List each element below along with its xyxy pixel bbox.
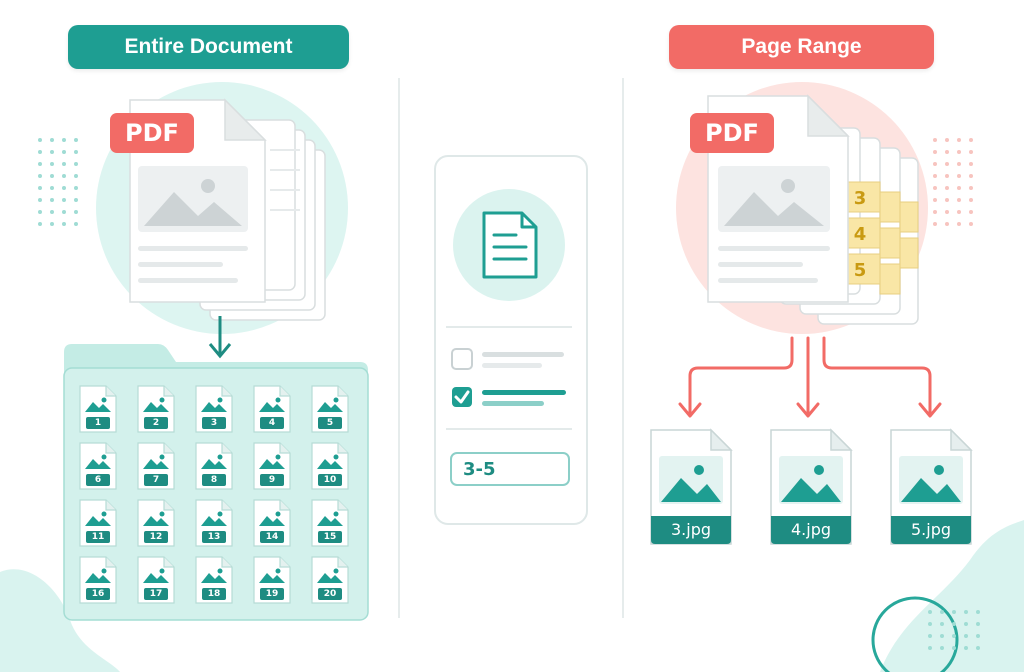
page-number-label: 20	[323, 589, 337, 599]
image-icon	[79, 556, 117, 604]
page-number-label: 8	[210, 475, 218, 485]
left-corner-blob	[0, 569, 120, 672]
page-range-title: Page Range	[669, 25, 934, 69]
output-jpg-label: 5.jpg	[910, 519, 952, 539]
output-jpg-label: 3.jpg	[670, 519, 712, 539]
right-corner-ring	[871, 596, 959, 672]
page-thumbnail: 7	[136, 441, 176, 491]
page-number-label: 4	[268, 418, 276, 428]
pdf-label-right: PDF	[690, 113, 774, 153]
output-jpg-file: 3.jpg	[649, 428, 733, 546]
image-icon	[137, 442, 175, 490]
image-icon	[253, 442, 291, 490]
image-icon	[253, 499, 291, 547]
page-thumbnail: 16	[78, 555, 118, 605]
page-number-label: 11	[91, 532, 105, 542]
arrow-down-icon	[208, 316, 232, 359]
dot-pattern-bottom-right	[928, 610, 980, 650]
pdf-label-left: PDF	[110, 113, 194, 153]
image-icon	[311, 442, 349, 490]
page-number-label: 13	[207, 532, 221, 542]
image-icon	[195, 556, 233, 604]
page-thumbnail: 15	[310, 498, 350, 548]
image-icon	[137, 556, 175, 604]
options-card-content	[446, 189, 572, 430]
page-number-label: 15	[323, 532, 337, 542]
page-thumbnail: 10	[310, 441, 350, 491]
image-icon	[79, 385, 117, 433]
dot-pattern-left	[38, 138, 78, 226]
page-thumbnail: 1	[78, 384, 118, 434]
page-number-label: 12	[149, 532, 163, 542]
range-page-number: 3	[853, 187, 867, 209]
page-thumbnail: 14	[252, 498, 292, 548]
image-icon	[195, 499, 233, 547]
page-thumbnail: 18	[194, 555, 234, 605]
image-icon	[770, 428, 853, 545]
branch-arrows	[678, 336, 942, 418]
page-range-input[interactable]: 3-5	[450, 452, 570, 486]
image-icon	[311, 499, 349, 547]
page-thumbnail: 20	[310, 555, 350, 605]
page-number-label: 10	[323, 475, 337, 485]
page-number-label: 18	[207, 589, 221, 599]
page-thumbnail: 4	[252, 384, 292, 434]
dot-pattern-right	[933, 138, 973, 226]
image-icon	[311, 556, 349, 604]
page-thumbnail: 11	[78, 498, 118, 548]
image-icon	[79, 442, 117, 490]
page-thumbnail: 8	[194, 441, 234, 491]
page-thumbnail: 9	[252, 441, 292, 491]
entire-document-title: Entire Document	[68, 25, 349, 69]
page-thumbnail: 2	[136, 384, 176, 434]
page-number-label: 19	[265, 589, 279, 599]
page-number-label: 5	[326, 418, 334, 428]
output-jpg-file: 4.jpg	[769, 428, 853, 546]
page-number-label: 3	[210, 418, 218, 428]
page-number-label: 16	[91, 589, 105, 599]
page-thumbnail: 6	[78, 441, 118, 491]
page-number-label: 2	[152, 418, 160, 428]
right-divider	[622, 78, 624, 618]
page-number-label: 6	[94, 475, 102, 485]
page-number-label: 7	[152, 475, 160, 485]
image-icon	[253, 385, 291, 433]
page-thumbnail: 5	[310, 384, 350, 434]
image-icon	[79, 499, 117, 547]
range-page-number: 4	[853, 223, 867, 245]
image-icon	[253, 556, 291, 604]
image-icon	[650, 428, 733, 545]
page-thumbnail: 3	[194, 384, 234, 434]
output-jpg-file: 5.jpg	[889, 428, 973, 546]
image-icon	[195, 442, 233, 490]
page-thumbnail: 19	[252, 555, 292, 605]
page-thumbnail: 13	[194, 498, 234, 548]
right-corner-blob	[880, 520, 1024, 672]
page-number-label: 17	[149, 589, 163, 599]
page-number-label: 9	[268, 475, 276, 485]
page-number-label: 14	[265, 532, 279, 542]
image-icon	[137, 499, 175, 547]
output-jpg-label: 4.jpg	[790, 519, 832, 539]
image-icon	[137, 385, 175, 433]
page-number-label: 1	[94, 418, 102, 428]
page-thumbnail: 12	[136, 498, 176, 548]
left-divider	[398, 78, 400, 618]
image-icon	[311, 385, 349, 433]
document-icon	[482, 211, 538, 279]
range-page-number: 5	[853, 259, 867, 281]
image-icon	[890, 428, 973, 545]
page-thumbnail: 17	[136, 555, 176, 605]
image-icon	[195, 385, 233, 433]
